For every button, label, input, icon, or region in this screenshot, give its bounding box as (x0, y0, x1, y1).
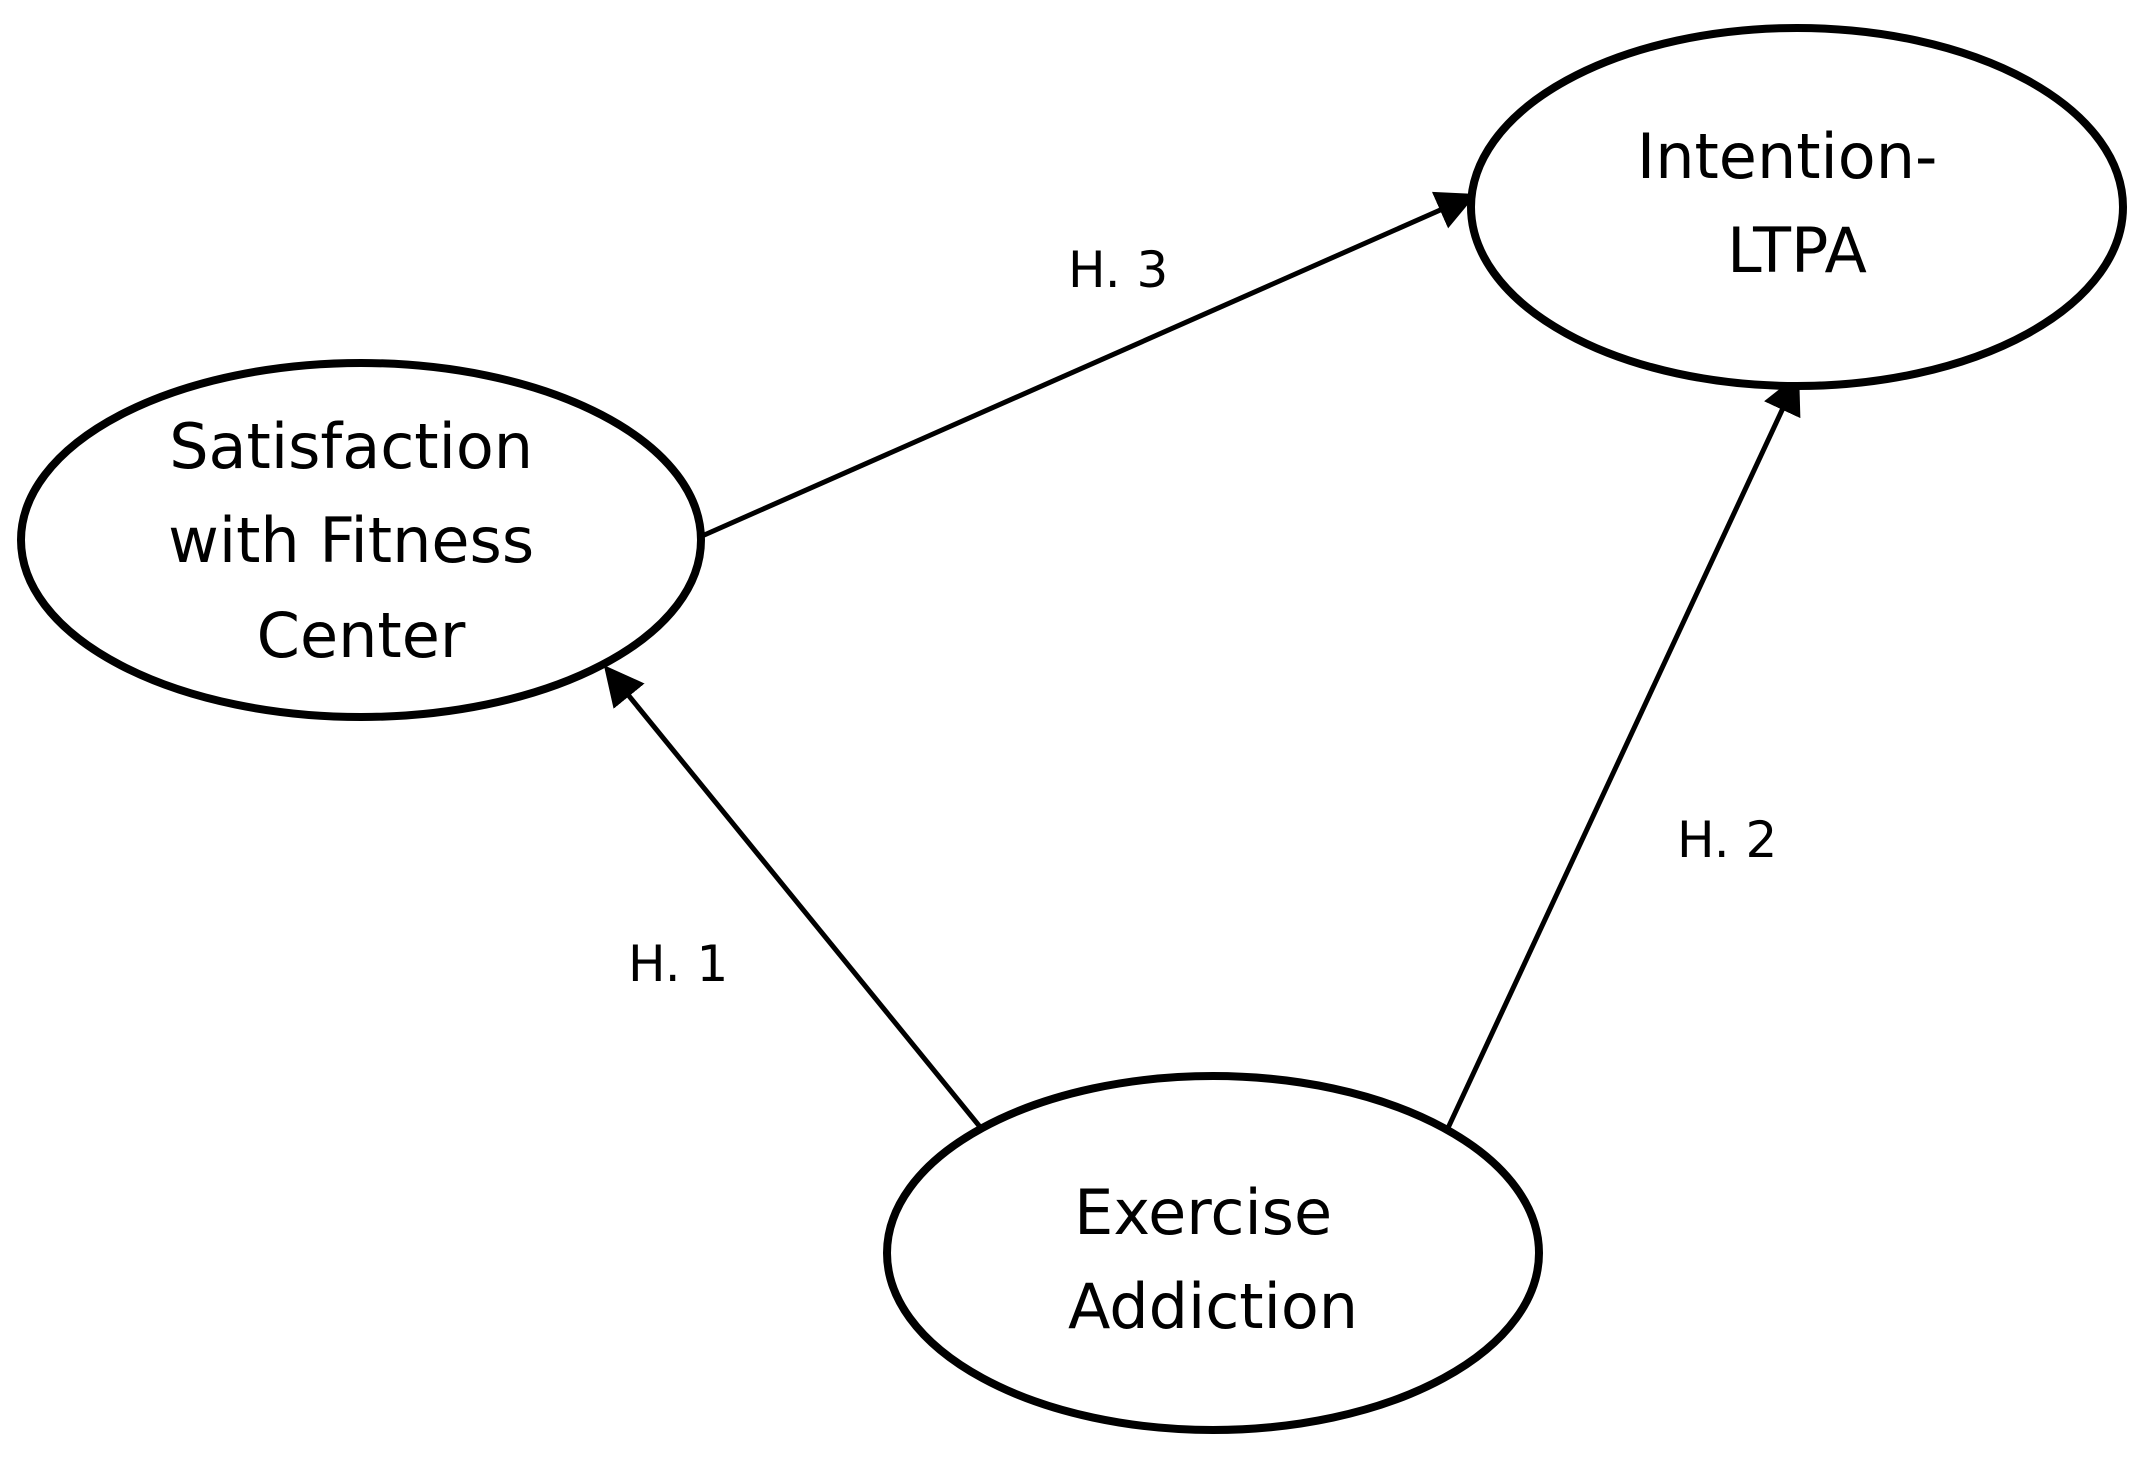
edge-h1-label: H. 1 (628, 935, 728, 993)
edge-h2-arrow (1445, 373, 1801, 1130)
node-addiction: Exercise Addiction (883, 1072, 1543, 1434)
edge-h3-arrow (700, 191, 1477, 539)
node-satisfaction-line-2: with Fitness (168, 504, 534, 577)
node-addiction-label: Exercise Addiction (1068, 1176, 1358, 1343)
node-intention-label: Intention- LTPA (1637, 120, 1957, 287)
node-intention: Intention- LTPA (1467, 24, 2127, 390)
edge-h2: H. 2 (1445, 373, 1801, 1130)
node-addiction-line-1: Exercise (1074, 1176, 1332, 1249)
node-satisfaction-label: Satisfaction with Fitness Center (168, 410, 554, 672)
edge-h1: H. 1 (603, 665, 987, 1135)
edge-h1-arrow (603, 665, 987, 1135)
node-satisfaction-ellipse (17, 359, 705, 721)
edge-h3-label: H. 3 (1068, 241, 1168, 299)
edge-h3: H. 3 (700, 191, 1477, 539)
node-intention-line-1: Intention- (1637, 120, 1937, 193)
node-satisfaction-line-3: Center (257, 599, 466, 672)
node-addiction-line-2: Addiction (1068, 1270, 1358, 1343)
node-intention-ellipse (1467, 24, 2127, 390)
node-satisfaction-line-1: Satisfaction (169, 410, 533, 483)
node-addiction-ellipse (883, 1072, 1543, 1434)
edge-h2-label: H. 2 (1677, 811, 1777, 869)
node-intention-line-2: LTPA (1727, 214, 1867, 287)
node-satisfaction: Satisfaction with Fitness Center (17, 359, 705, 721)
